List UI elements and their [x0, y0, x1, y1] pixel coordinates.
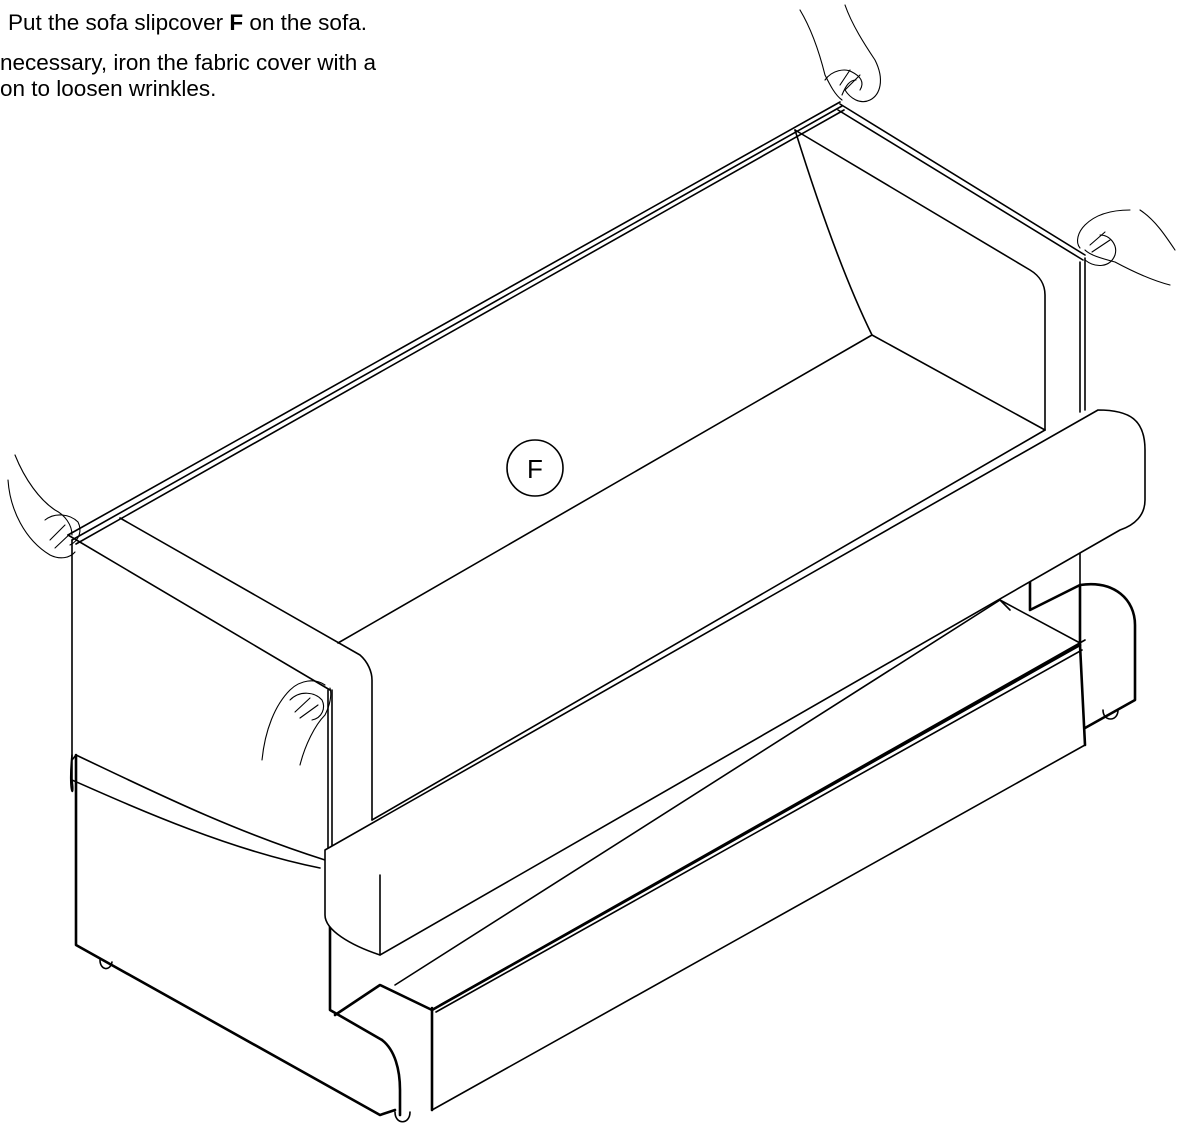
step-instruction: Put the sofa slipcover F on the sofa. [0, 10, 376, 36]
sofa-base [74, 544, 1137, 1123]
ironing-note-line-2: on to loosen wrinkles. [0, 76, 217, 101]
slipcover [67, 101, 1146, 956]
ironing-note-line-1: necessary, iron the fabric cover with a [0, 50, 376, 75]
step-prefix: Put the sofa slipcover [8, 10, 230, 35]
part-callout-f: F [506, 439, 564, 497]
part-letter: F [229, 10, 244, 35]
hand-icon [7, 4, 1176, 766]
callout-label: F [527, 454, 543, 484]
instruction-text: Put the sofa slipcover F on the sofa. ne… [0, 10, 376, 102]
step-suffix: on the sofa. [243, 10, 367, 35]
